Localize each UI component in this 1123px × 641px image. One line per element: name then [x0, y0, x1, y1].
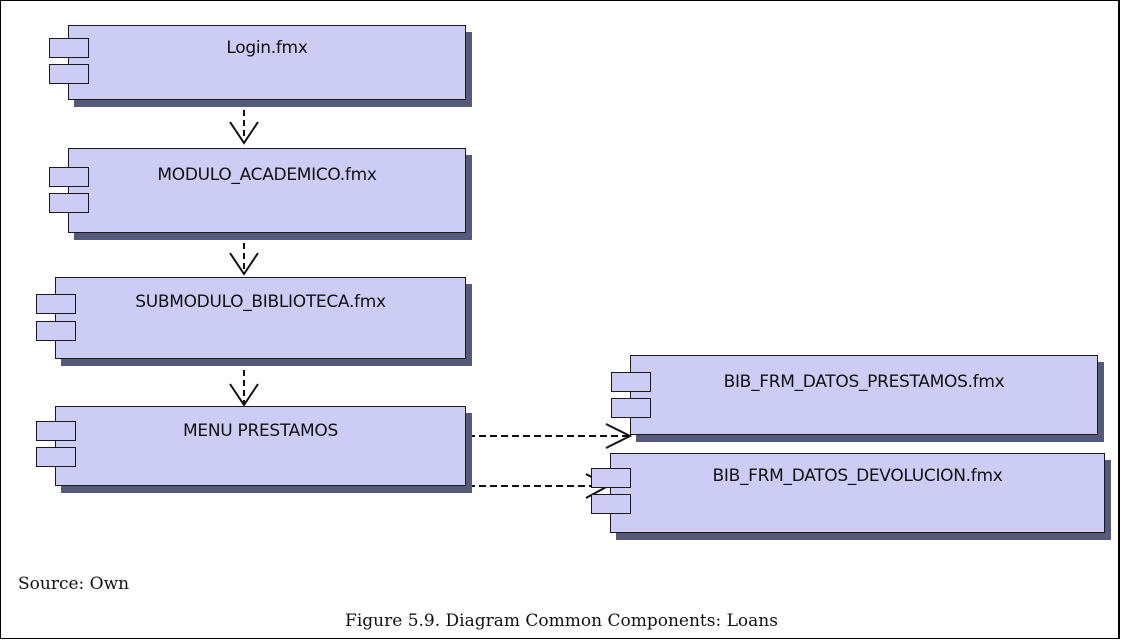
source-note: Source: Own — [18, 574, 130, 594]
component-tab-icon — [49, 64, 89, 84]
component-modulo-academico: MODULO_ACADEMICO.fmx — [49, 148, 466, 233]
component-tab-icon — [611, 372, 651, 392]
component-tab-icon — [611, 398, 651, 418]
component-submodulo-biblioteca: SUBMODULO_BIBLIOTECA.fmx — [36, 277, 466, 359]
component-label: SUBMODULO_BIBLIOTECA.fmx — [135, 292, 386, 312]
component-tab-icon — [591, 494, 631, 514]
component-label: MENU PRESTAMOS — [183, 421, 338, 441]
component-label: MODULO_ACADEMICO.fmx — [157, 165, 377, 185]
component-login: Login.fmx — [49, 25, 466, 100]
component-tab-icon — [49, 38, 89, 58]
dependency-login-to-modulo — [229, 100, 259, 145]
component-tab-icon — [36, 421, 76, 441]
dependency-menu-to-devolucion — [468, 473, 611, 499]
component-tab-icon — [49, 193, 89, 213]
figure-caption: Figure 5.9. Diagram Common Components: L… — [345, 611, 778, 631]
component-tab-icon — [36, 294, 76, 314]
component-datos-prestamos: BIB_FRM_DATOS_PRESTAMOS.fmx — [611, 355, 1098, 435]
component-diagram: Login.fmx MODULO_ACADEMICO.fmx SUBMODULO… — [36, 25, 1105, 533]
component-tab-icon — [49, 167, 89, 187]
dependency-submodulo-to-menu — [229, 360, 259, 407]
dependency-menu-to-prestamos — [468, 423, 633, 449]
component-label: BIB_FRM_DATOS_DEVOLUCION.fmx — [712, 466, 1003, 486]
component-label: BIB_FRM_DATOS_PRESTAMOS.fmx — [723, 372, 1005, 392]
component-tab-icon — [36, 447, 76, 467]
component-tab-icon — [591, 468, 631, 488]
component-tab-icon — [36, 321, 76, 341]
component-menu-prestamos: MENU PRESTAMOS — [36, 406, 466, 486]
component-datos-devolucion: BIB_FRM_DATOS_DEVOLUCION.fmx — [591, 453, 1105, 533]
dependency-modulo-to-submodulo — [229, 233, 259, 276]
component-label: Login.fmx — [226, 38, 308, 58]
